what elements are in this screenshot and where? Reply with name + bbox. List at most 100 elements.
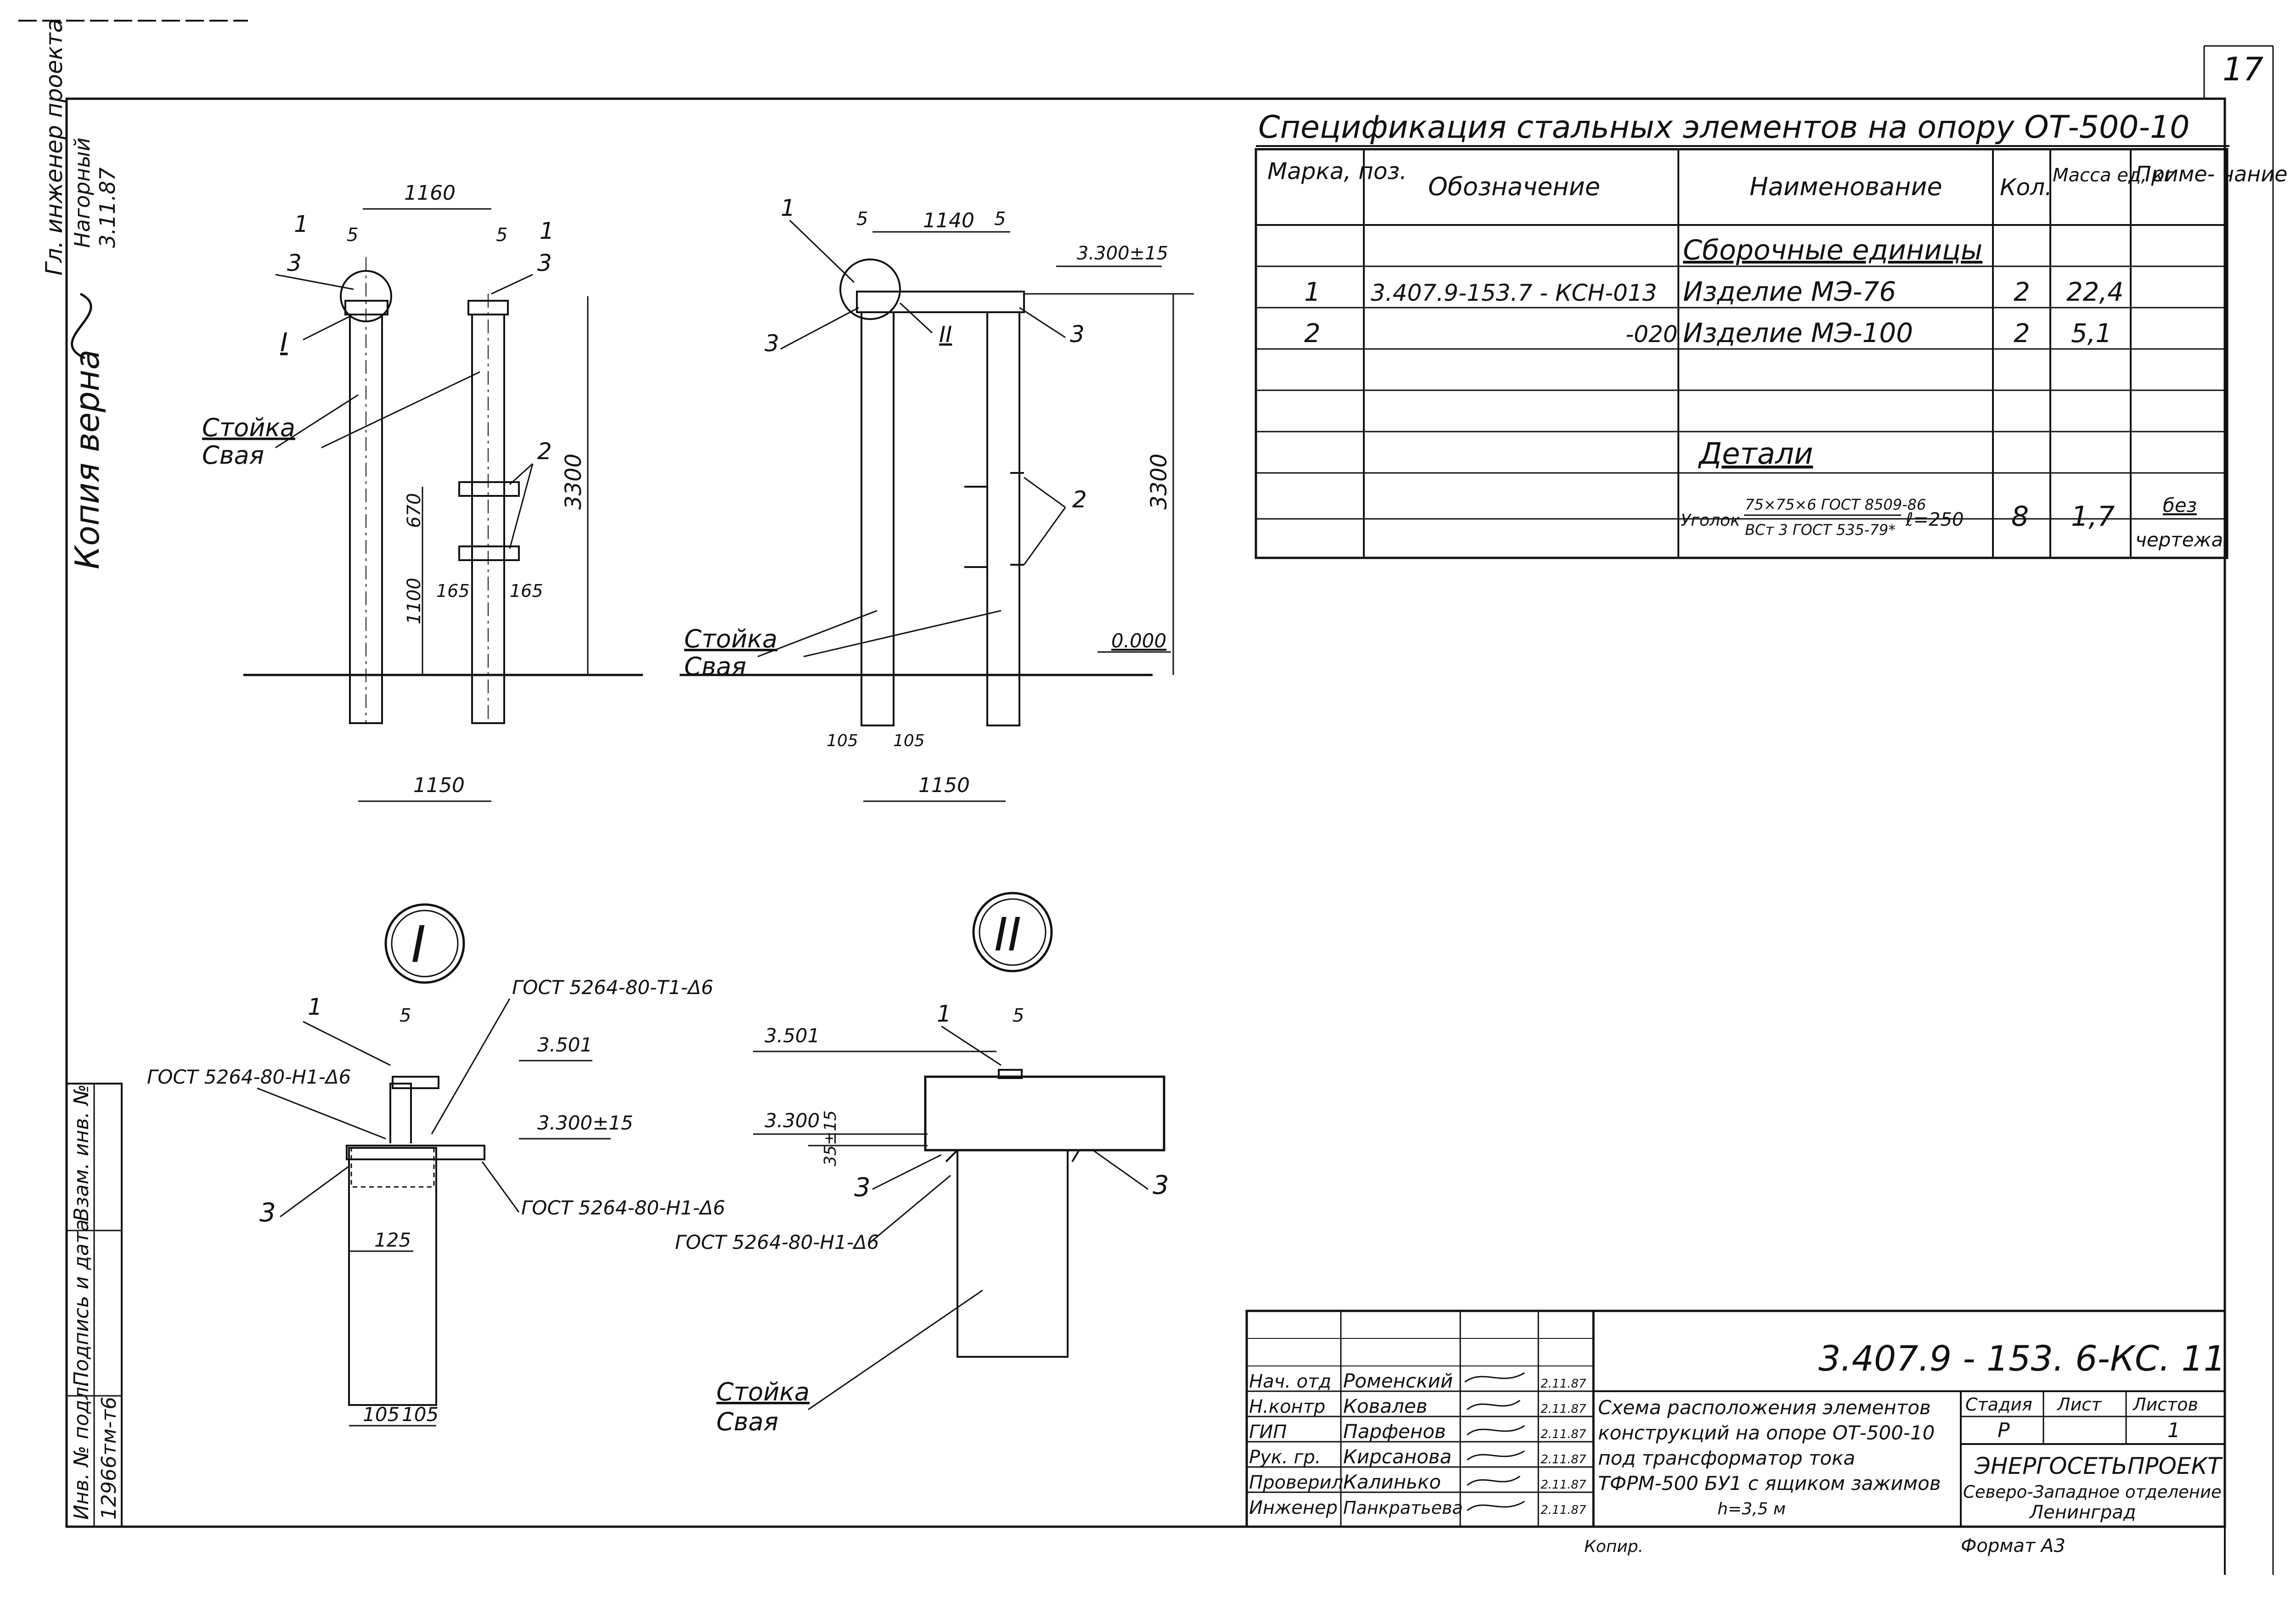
tb-copied: Копир. <box>1584 1537 1643 1556</box>
detail-I-dim-125: 125 <box>374 1229 411 1251</box>
left-mark3b: 3 <box>537 250 552 276</box>
spec-header-pos: Марка, поз. <box>1267 158 1407 185</box>
detail-I-gost-top: ГОСТ 5264-80-Т1-Δ6 <box>512 976 713 999</box>
spec-detail-mass: 1,7 <box>2071 500 2115 533</box>
mid-dim-105a: 105 <box>827 731 858 750</box>
spec-header-mass: Масса ед, кг <box>2053 165 2174 186</box>
side-stamp-inv-number: 12966тм-т6 <box>97 1397 121 1520</box>
spec-row2-pos: 2 <box>1304 319 1321 348</box>
spec-title: Спецификация стальных элементов на опору… <box>1258 109 2190 146</box>
detail-I-dim-105b: 105 <box>402 1403 439 1426</box>
left-label-pile: Свая <box>202 441 264 470</box>
mid-mark2: 2 <box>1072 486 1087 513</box>
detail-II-title: II <box>994 908 1021 961</box>
detail-I-level-501: 3.501 <box>537 1034 592 1056</box>
tb-desc-1: конструкций на опоре ОТ-500-10 <box>1598 1422 1935 1444</box>
left-dim-165a: 165 <box>436 581 470 601</box>
middle-elevation-view: 1 5 1140 5 3.300±15 3 II 3 2 3300 Стойка… <box>680 195 1194 802</box>
tb-role-1: Н.контр <box>1249 1396 1325 1417</box>
detail-I-five: 5 <box>400 1005 411 1026</box>
detail-II-mark3a: 3 <box>854 1173 871 1203</box>
specification-table: Спецификация стальных элементов на опору… <box>1255 109 2288 559</box>
stamp-line3: Нагорный <box>70 137 95 248</box>
left-mark3a: 3 <box>287 250 302 276</box>
left-dim-670: 670 <box>404 493 425 528</box>
tb-name-1: Ковалев <box>1343 1395 1427 1417</box>
tb-role-5: Инженер <box>1249 1497 1338 1518</box>
tb-desc-3: ТФРМ-500 БУ1 с ящиком зажимов <box>1598 1472 1941 1495</box>
spec-section-details: Детали <box>1698 437 1813 471</box>
detail-II-label-post: Стойка <box>716 1377 810 1406</box>
tb-name-3: Кирсанова <box>1343 1445 1452 1468</box>
mid-dim-105b: 105 <box>893 731 925 750</box>
spec-header-note: Приме- чание <box>2135 162 2288 186</box>
tb-org2: Северо-Западное отделение <box>1963 1482 2222 1502</box>
tb-role-4: Проверил <box>1249 1472 1343 1493</box>
tb-org3: Ленинград <box>2029 1502 2136 1523</box>
left-dim-top: 1160 <box>404 181 456 205</box>
tb-role-2: ГИП <box>1249 1422 1287 1443</box>
spec-row1-mass: 22,4 <box>2066 277 2124 307</box>
tb-format: Формат А3 <box>1961 1535 2065 1557</box>
detail-I-gost-right: ГОСТ 5264-80-Н1-Δ6 <box>521 1197 725 1219</box>
left-five-a: 5 <box>347 225 358 246</box>
spec-row2-qty: 2 <box>2014 319 2030 348</box>
detail-callout-II-circle <box>839 259 901 320</box>
mid-level-top: 3.300±15 <box>1077 243 1168 264</box>
tb-desc-2: под трансформатор тока <box>1598 1447 1855 1469</box>
left-dim-165b: 165 <box>510 581 543 601</box>
tb-date-2: 2.11.87 <box>1541 1428 1587 1441</box>
stamp-signature <box>71 292 92 360</box>
tb-stage: Р <box>1998 1419 2010 1442</box>
left-mark2: 2 <box>537 438 552 465</box>
spec-detail-note2: чертежа <box>2135 528 2223 551</box>
detail-II-label-pile: Свая <box>716 1407 778 1436</box>
mid-five-a: 5 <box>856 208 868 230</box>
tb-date-5: 2.11.87 <box>1541 1503 1587 1517</box>
spec-detail-denominator: ВСт 3 ГОСТ 535-79* <box>1745 521 1896 539</box>
tb-name-0: Роменский <box>1343 1370 1453 1392</box>
detail-II-mark3b: 3 <box>1153 1170 1169 1200</box>
tb-stage-header: Стадия <box>1965 1394 2032 1415</box>
left-mark1a: 1 <box>294 211 309 237</box>
detail-callout-I <box>340 270 392 322</box>
sheet-frame <box>65 97 2226 1528</box>
mid-roman-II: II <box>939 322 952 348</box>
spec-section-assemblies: Сборочные единицы <box>1683 234 1982 266</box>
detail-II-level-300: 3.300 <box>765 1109 820 1132</box>
side-stamp: Инв. № подл. Подпись и дата Взам. инв. №… <box>66 1083 123 1528</box>
spec-header-code: Обозначение <box>1428 172 1600 201</box>
detail-II-five: 5 <box>1013 1005 1024 1026</box>
spec-row2-code: -020 <box>1626 321 1677 348</box>
title-code: 3.407.9 - 153. 6-КС. 11 <box>1818 1338 2226 1379</box>
spec-row1-pos: 1 <box>1304 277 1321 307</box>
spec-header-name: Наименование <box>1750 172 1942 201</box>
tb-desc-0: Схема расположения элементов <box>1598 1396 1931 1419</box>
spec-detail-note1: без <box>2163 494 2197 517</box>
left-roman-I: I <box>280 328 288 358</box>
detail-I-title: I <box>411 915 426 974</box>
tb-sheets: 1 <box>2167 1419 2180 1442</box>
tb-name-2: Парфенов <box>1343 1420 1446 1443</box>
mid-dim-top: 1140 <box>923 209 974 232</box>
tb-date-4: 2.11.87 <box>1541 1478 1587 1492</box>
spec-row1-code: 3.407.9-153.7 - КСН-013 <box>1371 280 1657 306</box>
side-stamp-replace-label: Взам. инв. № <box>70 1084 93 1221</box>
mid-dim-3300: 3300 <box>1146 454 1172 510</box>
tb-date-3: 2.11.87 <box>1541 1453 1587 1467</box>
detail-II-view: II 1 5 3.501 3.300 35±15 3 3 ГОСТ 5264-8… <box>675 892 1169 1436</box>
detail-I-view: I 1 5 ГОСТ 5264-80-Т1-Δ6 ГОСТ 5264-80-Н1… <box>147 903 725 1427</box>
mid-level-zero: 0.000 <box>1111 629 1166 652</box>
left-elevation-view: 1160 5 5 1 3 1 3 I Стойка Свая 2 670 110… <box>202 181 643 802</box>
spec-row1-name: Изделие МЭ-76 <box>1683 276 1896 307</box>
stamp-line2: Гл. инженер проекта <box>41 19 68 275</box>
mid-label-post: Стойка <box>684 624 777 653</box>
tb-org1: ЭНЕРГОСЕТЬПРОЕКТ <box>1974 1453 2223 1479</box>
tb-role-0: Нач. отд <box>1249 1371 1331 1392</box>
mid-mark1: 1 <box>781 195 795 221</box>
detail-II-mark1: 1 <box>937 1000 951 1027</box>
spec-row2-mass: 5,1 <box>2071 319 2112 348</box>
mid-label-pile: Свая <box>684 652 746 681</box>
left-label-post: Стойка <box>202 413 295 442</box>
